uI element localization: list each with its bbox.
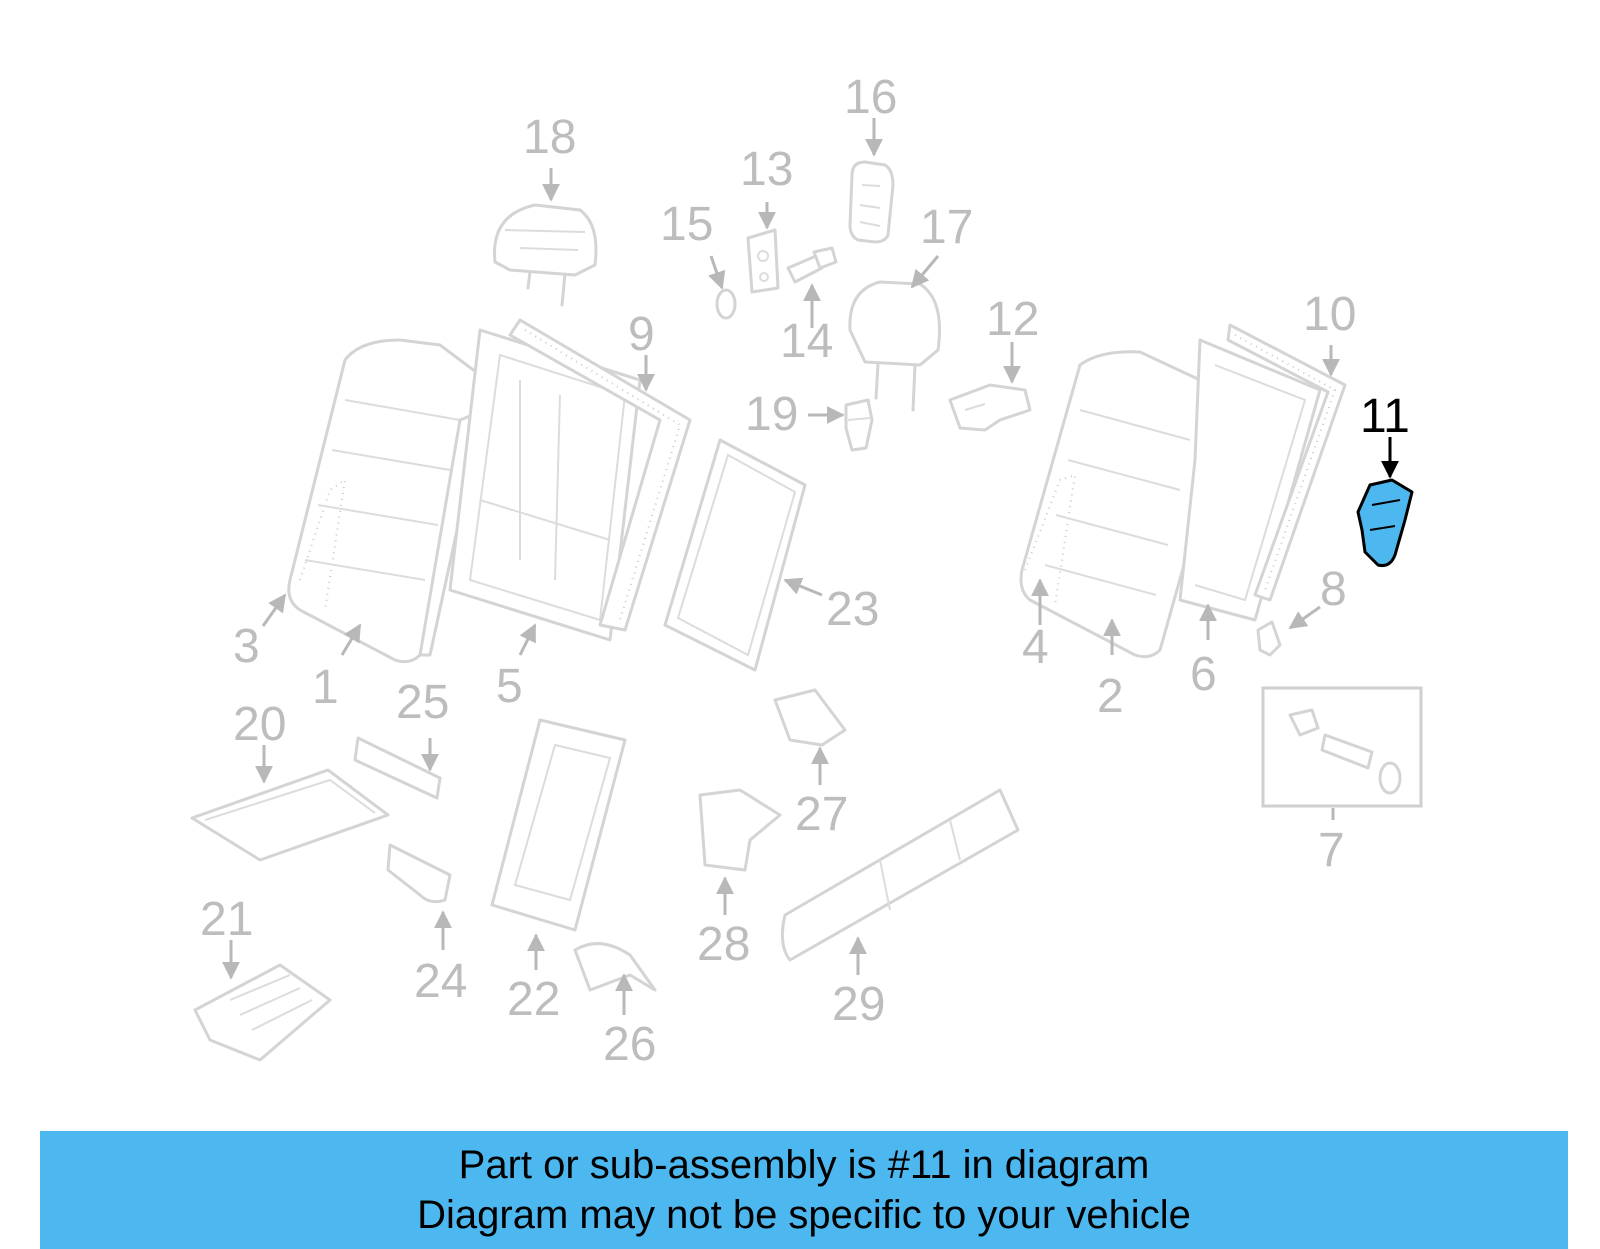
part-19-guide — [844, 398, 874, 452]
part-17-headrest — [848, 280, 942, 412]
callout-29: 29 — [832, 978, 885, 1031]
callout-21: 21 — [200, 893, 253, 946]
callout-11: 11 — [1360, 390, 1410, 443]
callout-4: 4 — [1022, 621, 1049, 674]
part-10-pad — [1226, 323, 1347, 602]
part-21-tray — [193, 963, 332, 1062]
callout-3: 3 — [233, 620, 260, 673]
part-18-headrest — [493, 203, 598, 307]
banner-line-part: Part or sub-assembly is #11 in diagram — [458, 1143, 1150, 1187]
callout-7: 7 — [1318, 824, 1345, 877]
callout-2: 2 — [1097, 670, 1124, 723]
part-29-armrest — [780, 788, 1020, 962]
part-22-armrest-frame — [490, 718, 627, 932]
callout-6: 6 — [1190, 648, 1217, 701]
callout-20: 20 — [233, 698, 286, 751]
callout-17: 17 — [920, 201, 973, 254]
callout-15: 15 — [660, 198, 713, 251]
part-6-frame — [1178, 338, 1322, 622]
callout-14: 14 — [780, 315, 833, 368]
info-banner: Part or sub-assembly is #11 in diagram D… — [40, 1131, 1568, 1249]
callout-22: 22 — [507, 973, 560, 1026]
part-27-clip — [773, 688, 847, 747]
part-26-bracket — [573, 942, 657, 992]
part-12-clip — [948, 383, 1032, 432]
part-28-bracket — [698, 788, 782, 872]
part-15-washer — [715, 288, 737, 320]
banner-line-disclaimer: Diagram may not be specific to your vehi… — [417, 1193, 1191, 1237]
callout-16: 16 — [844, 71, 897, 124]
part-25-strip — [353, 736, 442, 800]
callout-8: 8 — [1320, 563, 1347, 616]
callout-28: 28 — [697, 918, 750, 971]
callout-1: 1 — [312, 661, 339, 714]
callout-19: 19 — [745, 388, 798, 441]
callout-23: 23 — [826, 583, 879, 636]
callout-26: 26 — [603, 1018, 656, 1071]
part-14-bolt — [786, 246, 838, 284]
part-24-cover — [386, 843, 452, 904]
callout-5: 5 — [496, 660, 523, 713]
callout-9: 9 — [628, 308, 655, 361]
callout-25: 25 — [396, 676, 449, 729]
part-9-pad — [508, 318, 692, 632]
part-2-seatback-cover — [1019, 350, 1227, 659]
callout-27: 27 — [795, 788, 848, 841]
part-16-handle — [848, 160, 895, 244]
part-13-bracket — [746, 228, 780, 294]
part-8-clip — [1256, 620, 1282, 657]
callout-12: 12 — [986, 293, 1039, 346]
leader-lines — [222, 118, 1399, 1015]
part-11-highlighted-trim — [1356, 478, 1414, 567]
callout-10: 10 — [1303, 288, 1356, 341]
callout-18: 18 — [523, 111, 576, 164]
callout-24: 24 — [414, 955, 467, 1008]
part-20-cushion — [190, 768, 390, 862]
callout-13: 13 — [740, 143, 793, 196]
part-7-kit-box — [1261, 686, 1423, 808]
part-23-panel — [663, 438, 807, 672]
callout-numbers: 1 2 3 4 5 6 7 8 9 10 11 12 13 14 15 16 1… — [200, 71, 1410, 1071]
parts-diagram: 1 2 3 4 5 6 7 8 9 10 11 12 13 14 15 16 1… — [190, 71, 1423, 1071]
